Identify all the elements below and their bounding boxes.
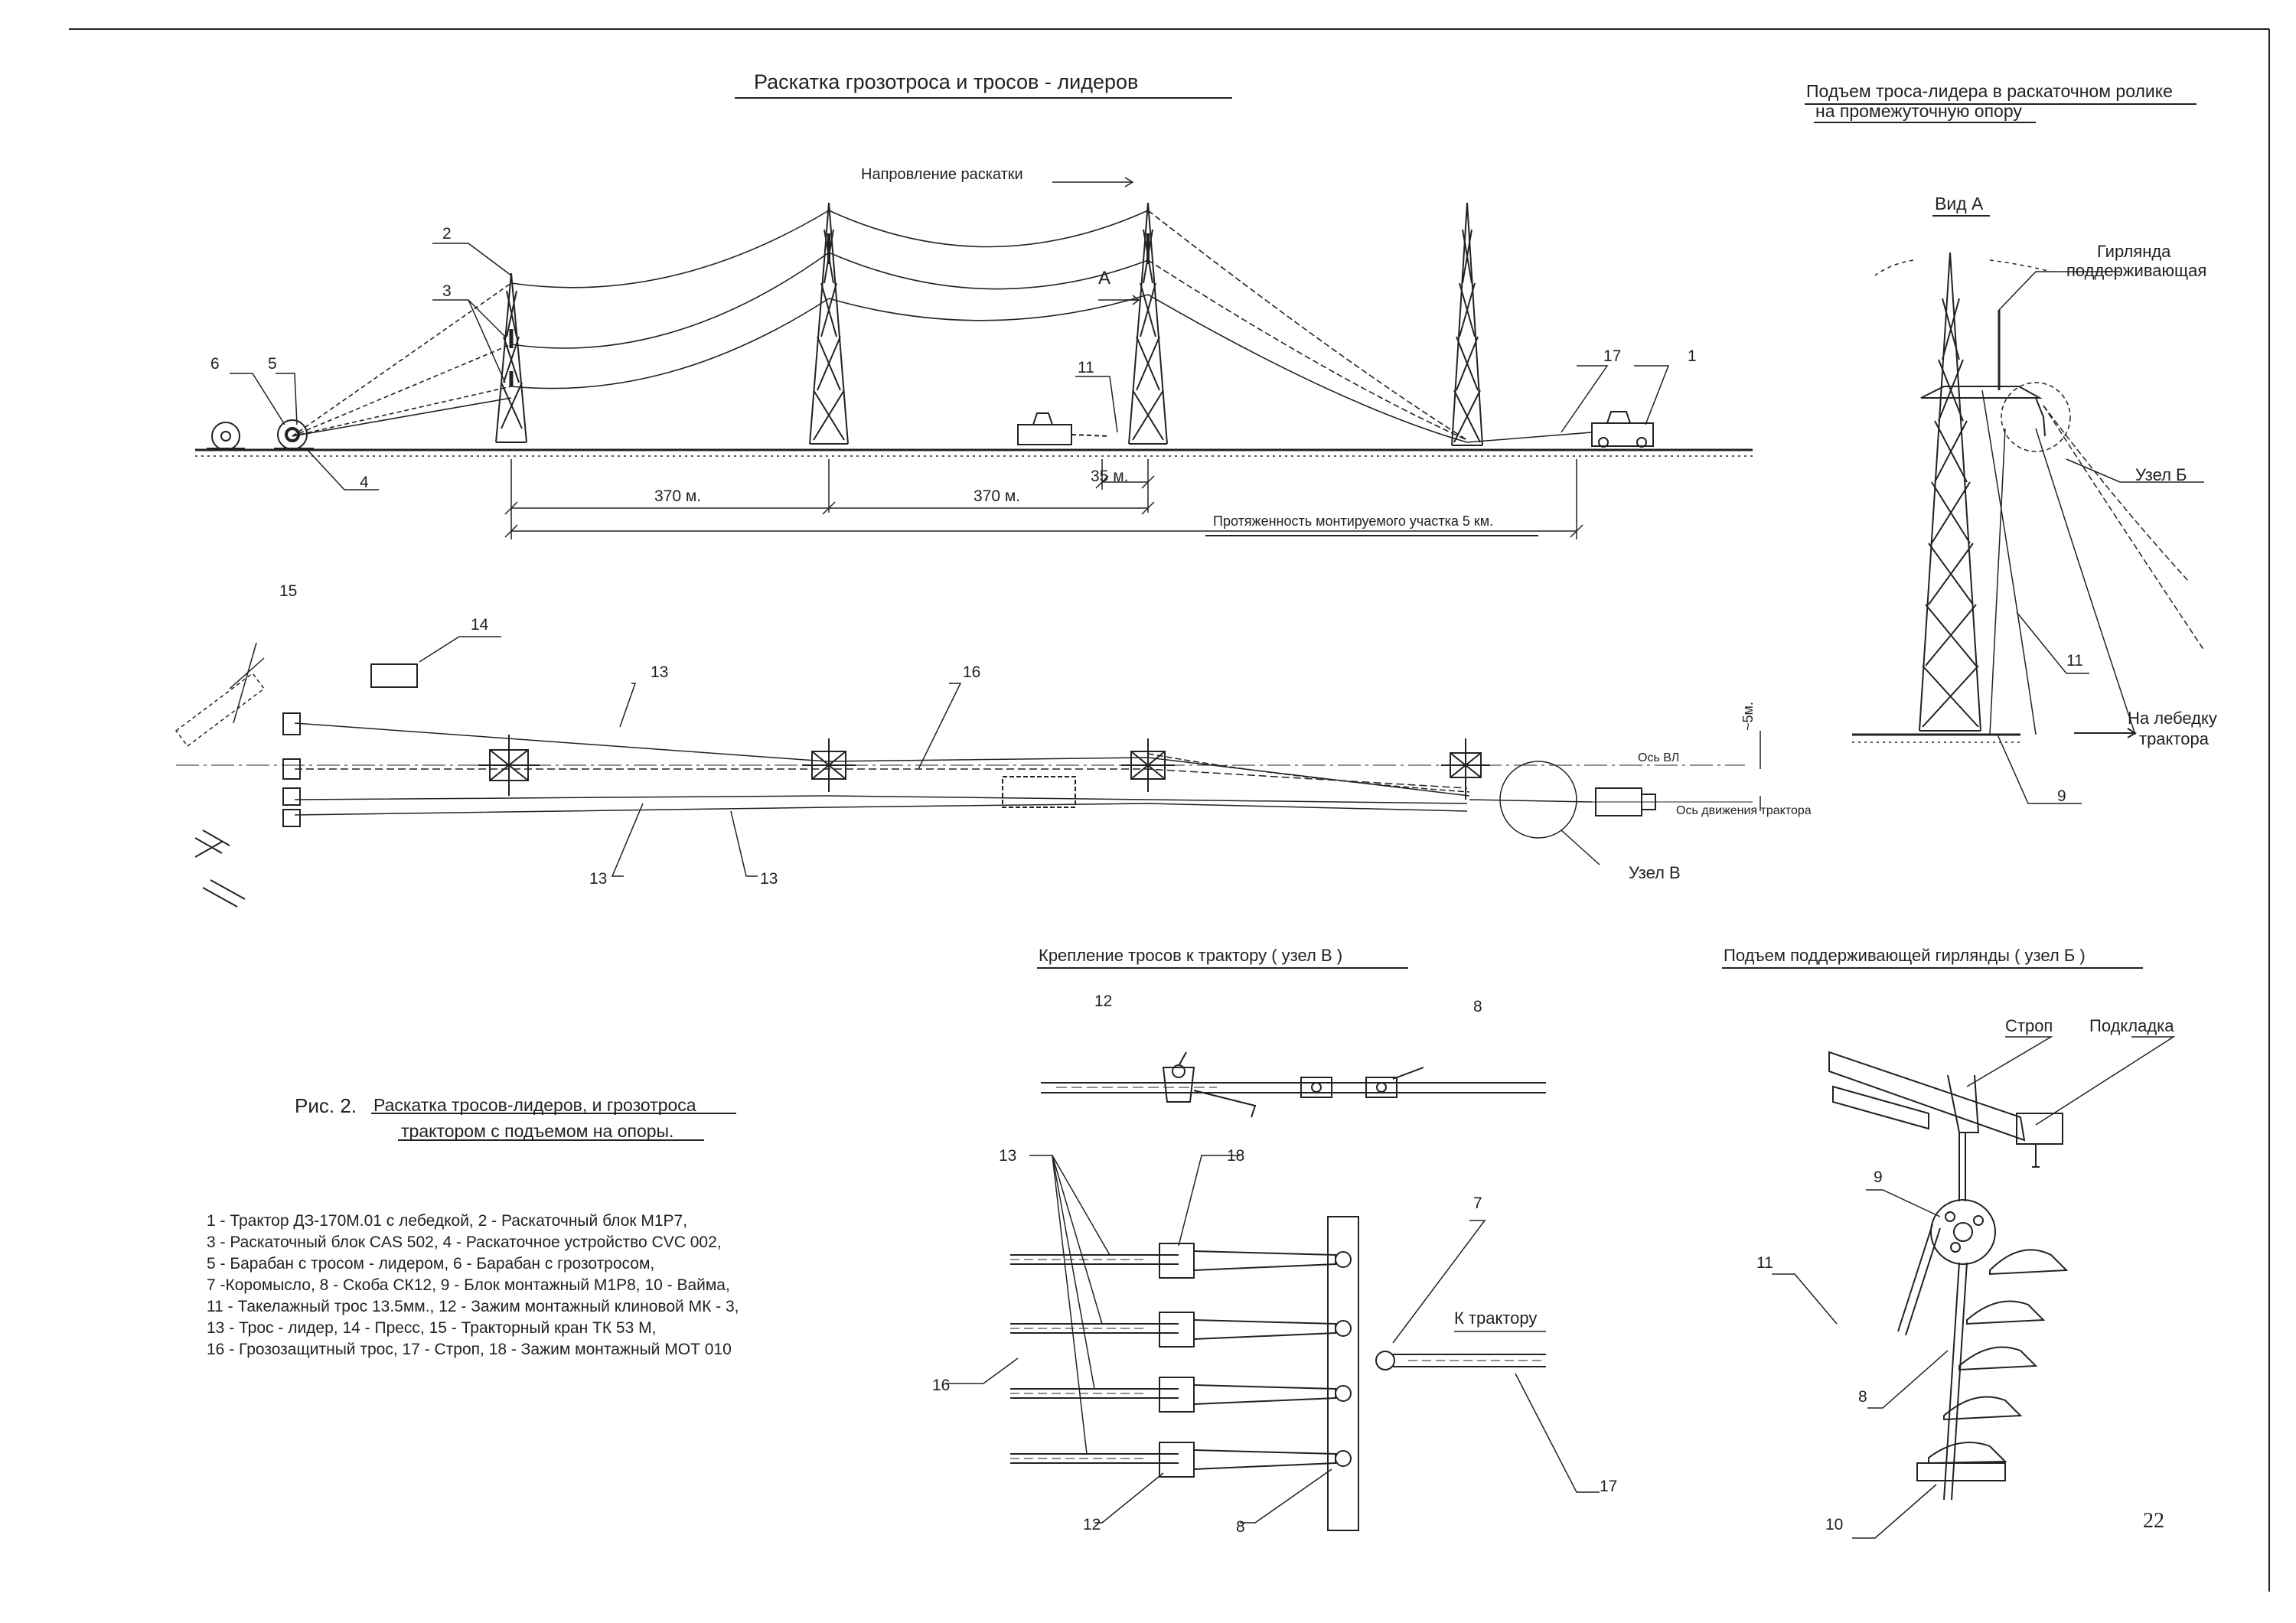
plan-leader-lines [233,636,1761,877]
span-dimension-1: 370 м. [654,487,702,505]
node-v-leader-lines [945,1155,1600,1524]
overhead-wires [292,210,1593,443]
tractor-1 [1591,411,1654,448]
callout-13-left: 13 [589,870,608,888]
view-arrow-label: А [1098,268,1111,288]
crane-15 [174,657,266,748]
plan-small-items [194,829,246,908]
axis-tractor-label: Ось движения трактора [1676,804,1812,817]
span-dimension-3: 35 м. [1091,468,1129,485]
legend-line: 16 - Грозозащитный трос, 17 - Строп, 18 … [207,1341,732,1358]
axis-vl-label: Ось ВЛ [1638,751,1680,764]
total-length-label: Протяженность монтируемого участка 5 км. [1213,513,1494,529]
insulator-discs [1928,1249,2069,1465]
figure-caption-line1: Раскатка тросов-лидеров, и грозотроса [373,1095,696,1115]
callout-7: 7 [1473,1194,1482,1212]
node-b-title: Подъем поддерживающей гирлянды ( узел Б … [1724,946,2086,965]
direction-label: Напровление раскатки [861,166,1023,183]
node-b-label: Узел Б [2135,465,2187,484]
callout-13-right: 13 [760,870,778,888]
elevation-leader-lines [230,177,1670,490]
tower-4 [1451,202,1483,446]
node-v-label: Узел В [1629,863,1681,882]
callout-13-top: 13 [651,663,669,681]
callout-2: 2 [442,225,452,243]
callout-13-detail: 13 [999,1147,1017,1165]
figure-prefix: Рис. 2. [295,1094,357,1117]
page-number: 22 [2143,1509,2164,1533]
view-a-title: Вид А [1935,194,1984,213]
dimension-lines [504,459,1583,539]
callout-15: 15 [279,582,298,600]
to-tractor-label: К трактору [1454,1309,1538,1328]
elevation-view [195,177,1753,539]
callout-8-bottom: 8 [1236,1518,1245,1536]
node-v-detail [945,1051,1600,1531]
pad-label: Подкладка [2089,1016,2174,1035]
sheet-frame [69,28,2270,1592]
callout-18: 18 [1227,1147,1245,1165]
callout-17-detail: 17 [1600,1478,1618,1495]
top-right-title-line2: на промежуточную опору [1815,101,2022,121]
tower-1 [495,272,527,443]
callout-8-detail: 8 [1858,1388,1867,1406]
callout-12-top: 12 [1094,992,1113,1010]
legend-line: 3 - Раскаточный блок CAS 502, 4 - Раскат… [207,1234,722,1251]
legend-line: 7 -Коромысло, 8 - Скоба СК12, 9 - Блок м… [207,1276,730,1294]
drum-5 [274,419,314,450]
callout-9-detail: 9 [1874,1168,1883,1186]
view-a-tower [1852,252,2205,804]
tractor-mid [1017,412,1110,445]
press-14 [370,663,418,688]
legend-line: 5 - Барабан с тросом - лидером, 6 - Бара… [207,1255,655,1273]
callout-3: 3 [442,282,452,300]
plan-tractor [1002,776,1656,816]
garland-label-2: поддерживающая [2066,261,2207,280]
node-v-title: Крепление тросов к трактору ( узел В ) [1039,946,1343,965]
callout-11-view-a: 11 [2066,652,2083,670]
callout-12-bottom: 12 [1083,1516,1101,1533]
callout-16-detail: 16 [932,1377,951,1394]
callout-6: 6 [210,355,220,373]
callout-16: 16 [963,663,981,681]
node-v-circle [1499,761,1577,839]
drum-6 [207,422,245,451]
node-v-cables [1010,1243,1546,1478]
callout-5: 5 [268,355,277,373]
callout-8-top: 8 [1473,998,1482,1015]
offset-label: ~5м. [1740,702,1756,731]
legend-line: 11 - Такелажный трос 13.5мм., 12 - Зажим… [207,1298,739,1315]
title-underlines [371,97,2197,1141]
callout-1: 1 [1688,347,1697,365]
span-dimension-2: 370 м. [974,487,1021,505]
callout-14: 14 [471,616,489,634]
node-b-leader-lines [1772,1036,2176,1539]
garland-label-1: Гирлянда [2097,242,2171,261]
plan-reels [282,712,301,827]
tower-3 [1128,202,1168,445]
to-winch-label-1: На лебедку [2128,709,2217,728]
plan-view [174,636,1761,908]
callout-17: 17 [1603,347,1622,365]
callout-4: 4 [360,474,369,491]
legend: 1 - Трактор ДЗ-170М.01 с лебедкой, 2 - Р… [207,1211,739,1361]
top-right-title-line1: Подъем троса-лидера в раскаточном ролике [1806,81,2173,101]
callout-11: 11 [1078,359,1094,376]
callout-11-detail: 11 [1756,1254,1773,1272]
figure-caption-line2: трактором с подъемом на опоры. [401,1121,674,1141]
callout-9-view-a: 9 [2057,787,2066,805]
tower-2 [809,202,849,445]
legend-line: 13 - Трос - лидер, 14 - Пресс, 15 - Трак… [207,1319,657,1337]
main-title: Раскатка грозотроса и тросов - лидеров [754,70,1139,93]
legend-line: 1 - Трактор ДЗ-170М.01 с лебедкой, 2 - Р… [207,1212,688,1230]
strop-label: Строп [2005,1016,2053,1035]
node-b-detail [1772,1036,2176,1539]
to-winch-label-2: трактора [2139,729,2209,748]
plan-wires [176,722,1753,816]
plan-tower-symbols [478,735,1490,800]
callout-10: 10 [1825,1516,1844,1533]
